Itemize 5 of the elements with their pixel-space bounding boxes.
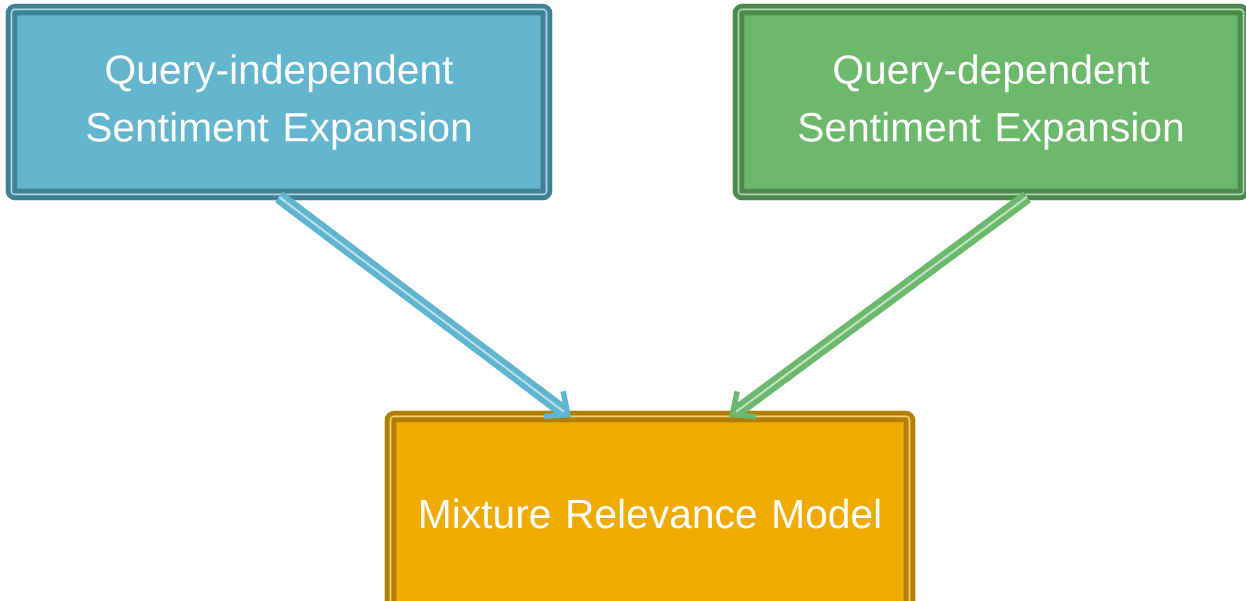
process-box: Query-dependent Sentiment Expansion: [732, 3, 1246, 201]
arrow: [729, 191, 1031, 420]
process-box: Query-independent Sentiment Expansion: [5, 3, 553, 201]
process-box: Mixture Relevance Model: [384, 410, 916, 601]
arrow: [275, 191, 572, 420]
